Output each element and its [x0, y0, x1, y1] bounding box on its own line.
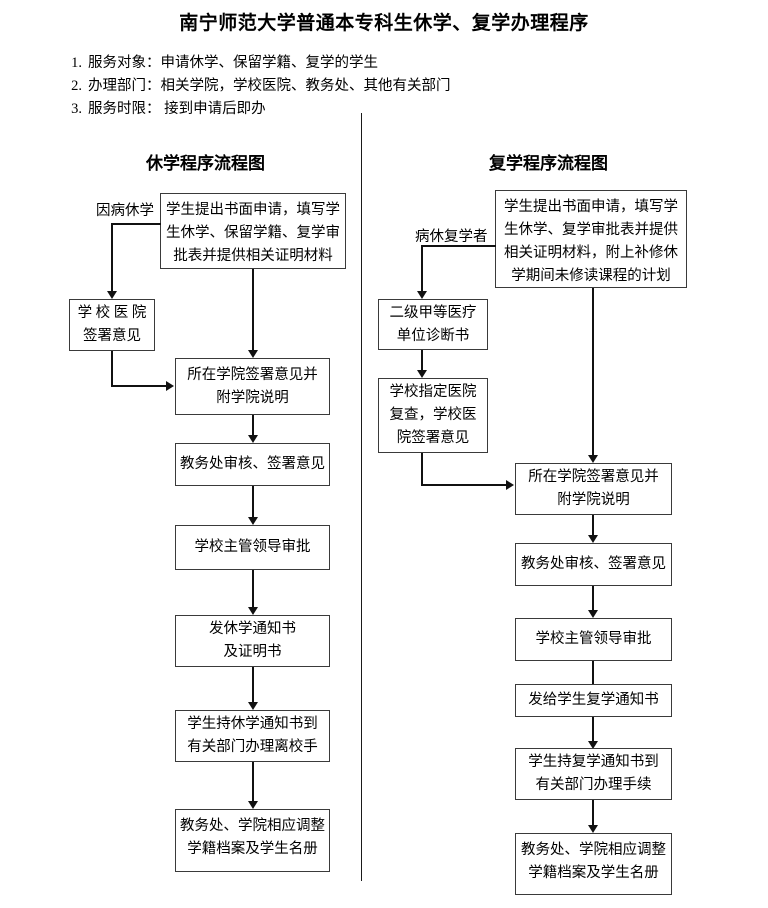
right-edge-label-sick-return: 病休复学者: [415, 228, 488, 246]
right-connector-3: [592, 515, 594, 535]
left-connector-1-arrow: [248, 350, 258, 358]
left-connector-3-arrow: [248, 517, 258, 525]
left-connector-2-arrow: [248, 435, 258, 443]
left-node-issue-notice: 发休学通知书 及证明书: [175, 615, 330, 667]
right-recheck-exit-horizontal: [421, 484, 506, 486]
intro-item: 2. 办理部门：相关学院，学校医院、教务处、其他有关部门: [58, 75, 718, 98]
right-connector-5: [592, 661, 594, 685]
left-node-application: 学生提出书面申请，填写学 生休学、保留学籍、复学审 批表并提供相关证明材料: [160, 193, 346, 269]
right-connector-2: [592, 288, 594, 455]
intro-list: 1. 服务对象：申请休学、保留学籍、复学的学生 2. 办理部门：相关学院，学校医院、…: [58, 52, 718, 121]
right-connector-4: [592, 586, 594, 610]
right-connector-7: [592, 800, 594, 825]
left-connector-6: [252, 762, 254, 801]
page-title: 南宁师范大学普通本专科生休学、复学办理程序: [179, 13, 589, 34]
left-connector-6-arrow: [248, 801, 258, 809]
right-connector-1: [421, 350, 423, 370]
intro-item-text: 办理部门：相关学院，学校医院、教务处、其他有关部门: [88, 78, 451, 94]
right-connector-3-arrow: [588, 535, 598, 543]
left-node-academic-affairs: 教务处审核、签署意见: [175, 443, 330, 486]
right-node-adjust-records: 教务处、学院相应调整 学籍档案及学生名册: [515, 833, 672, 895]
intro-item-number: 3.: [71, 101, 82, 117]
right-node-college-opinion: 所在学院签署意见并 附学院说明: [515, 463, 672, 515]
right-node-leader-approval: 学校主管领导审批: [515, 618, 672, 661]
left-connector-1: [252, 269, 254, 350]
left-node-college-opinion: 所在学院签署意见并 附学院说明: [175, 358, 330, 415]
right-branch-vertical: [421, 245, 423, 291]
left-connector-3: [252, 486, 254, 517]
right-node-hospital-certificate: 二级甲等医疗 单位诊断书: [378, 299, 488, 350]
intro-item: 3. 服务时限： 接到申请后即办: [58, 98, 718, 121]
right-connector-6-arrow: [588, 741, 598, 749]
left-hospital-exit-horizontal: [111, 385, 166, 387]
column-divider: [361, 113, 362, 881]
left-branch-arrow: [107, 291, 117, 299]
intro-item-text: 服务对象：申请休学、保留学籍、复学的学生: [88, 55, 378, 71]
right-connector-4-arrow: [588, 610, 598, 618]
left-node-student-leave-procedures: 学生持休学通知书到 有关部门办理离校手: [175, 710, 330, 762]
right-connector-1-arrow: [417, 370, 427, 378]
intro-item-number: 2.: [71, 78, 82, 94]
left-branch-vertical: [111, 223, 113, 291]
right-node-recheck: 学校指定医院 复查，学校医 院签署意见: [378, 378, 488, 453]
intro-item-number: 1.: [71, 55, 82, 71]
left-node-adjust-records: 教务处、学院相应调整 学籍档案及学生名册: [175, 809, 330, 872]
left-connector-2: [252, 415, 254, 435]
left-connector-5-arrow: [248, 702, 258, 710]
left-column-title: 休学程序流程图: [146, 154, 265, 173]
right-connector-6: [592, 717, 594, 741]
right-column-title: 复学程序流程图: [489, 154, 608, 173]
left-node-leader-approval: 学校主管领导审批: [175, 525, 330, 570]
left-connector-4-arrow: [248, 607, 258, 615]
right-connector-7-arrow: [588, 825, 598, 833]
left-connector-4: [252, 570, 254, 607]
right-connector-2-arrow: [588, 455, 598, 463]
left-hospital-exit-arrow: [166, 381, 174, 391]
right-node-issue-notice: 发给学生复学通知书: [515, 684, 672, 717]
right-branch-horizontal: [421, 245, 496, 247]
left-connector-5: [252, 667, 254, 702]
right-node-student-return-procedures: 学生持复学通知书到 有关部门办理手续: [515, 748, 672, 800]
intro-item-text: 服务时限： 接到申请后即办: [88, 101, 266, 117]
right-recheck-exit-arrow: [506, 480, 514, 490]
left-branch-horizontal: [111, 223, 161, 225]
right-recheck-exit-vertical: [421, 453, 423, 485]
intro-item: 1. 服务对象：申请休学、保留学籍、复学的学生: [58, 52, 718, 75]
right-branch-arrow: [417, 291, 427, 299]
right-node-application: 学生提出书面申请，填写学 生休学、复学审批表并提供 相关证明材料，附上补修休 学…: [495, 190, 687, 288]
left-hospital-exit-vertical: [111, 351, 113, 386]
left-node-school-hospital: 学 校 医 院 签署意见: [69, 299, 155, 351]
right-node-academic-affairs: 教务处审核、签署意见: [515, 543, 672, 586]
left-edge-label-sick-leave: 因病休学: [96, 202, 154, 220]
